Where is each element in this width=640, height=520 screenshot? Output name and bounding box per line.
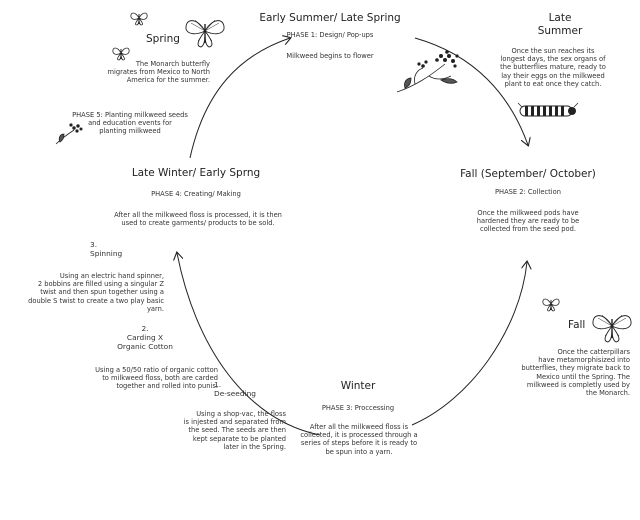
phase1-label: PHASE 1: Design/ Pop-ups: [286, 31, 374, 39]
phase1-desc: Milkweed begins to flower: [286, 52, 374, 60]
phase2-title: Fall (September/ October): [460, 168, 596, 180]
phase5-desc: PHASE 5: Planting milkweed seeds and edu…: [72, 111, 188, 136]
phase2-desc: Once the milkweed pods have hardened the…: [476, 209, 580, 234]
spinning-title: 3. Spinning: [90, 240, 123, 259]
carding-title: 2. Carding X Organic Cotton: [117, 324, 173, 352]
arrow-fall-to-winter: [411, 262, 527, 426]
phase4-desc: After all the milkweed floss is processe…: [114, 211, 282, 228]
spring-title: Spring: [146, 33, 180, 45]
phase2-label: PHASE 2: Collection: [495, 188, 561, 196]
deseeding-desc: Using a shop-vac, the floss is injested …: [183, 410, 286, 451]
phase4-title: Late Winter/ Early Sprng: [131, 167, 261, 179]
caterpillar-icon: [517, 102, 579, 117]
butterfly-icon: [592, 314, 632, 343]
fall-title: Fall: [568, 319, 586, 331]
milkweed-flower-icon: [396, 50, 459, 93]
arrow-summer-to-fall: [414, 37, 528, 145]
spinning-desc: Using an electric hand spinner, 2 bobbin…: [28, 272, 164, 313]
arrow-winter-to-lateWinter: [177, 253, 321, 436]
phase1-title: Early Summer/ Late Spring: [259, 12, 401, 24]
phase3-title: Winter: [340, 380, 376, 392]
butterfly-icon: [130, 12, 148, 26]
late-summer-desc: Once the sun reaches its longest days, t…: [500, 47, 606, 88]
late-summer-title: Late Summer: [537, 12, 583, 37]
butterfly-icon: [112, 47, 130, 61]
arrow-spring-to-summer: [189, 38, 290, 159]
butterfly-icon: [185, 19, 225, 48]
butterfly-icon: [542, 298, 560, 312]
milkweed-sprig-icon: [55, 123, 83, 145]
fall-desc: Once the catterpillars have metamorphisi…: [521, 348, 630, 397]
carding-desc: Using a 50/50 ratio of organic cotton to…: [95, 366, 218, 391]
deseeding-title: 1. De-seeding: [214, 380, 256, 399]
spring-desc: The Monarch butterfly migrates from Mexi…: [107, 60, 210, 85]
phase3-desc: After all the milkweed floss is collecte…: [300, 423, 418, 456]
phase4-label: PHASE 4: Creating/ Making: [151, 190, 241, 198]
phase3-label: PHASE 3: Proccessing: [321, 404, 395, 412]
